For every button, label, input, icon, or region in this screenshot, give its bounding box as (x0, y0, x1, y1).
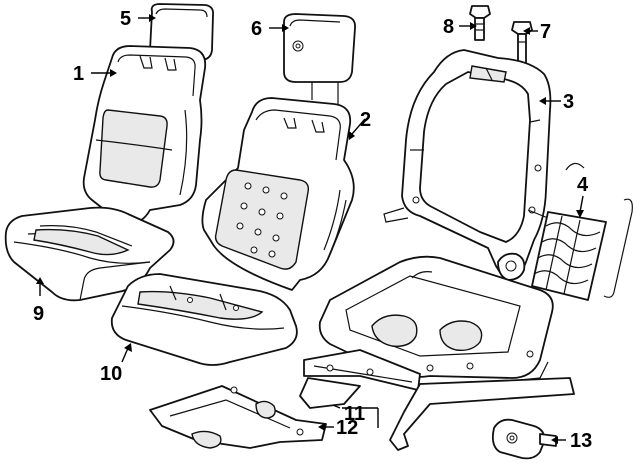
callout-3: 3 (563, 91, 574, 113)
pad-fastener-holes (236, 182, 288, 258)
lumbar-spring-part (527, 162, 633, 301)
guide-stud-part (469, 5, 491, 41)
callout-1: 1 (73, 63, 84, 85)
callout-10: 10 (100, 363, 122, 385)
seat-cushion-cover-part (4, 206, 175, 302)
callout-labels: 1 2 3 4 5 6 7 8 9 10 11 12 13 (33, 8, 592, 452)
seatback-frame-part (383, 49, 552, 283)
headrest-part (283, 13, 356, 104)
seat-cushion-pad-part (110, 273, 298, 366)
callout-12: 12 (336, 417, 358, 439)
motor-part (491, 418, 557, 460)
leader-lines (36, 14, 584, 444)
callout-13: 13 (570, 430, 592, 452)
callout-11: 11 (344, 403, 365, 425)
harness-bracket-part (149, 385, 327, 449)
callout-5: 5 (120, 8, 131, 30)
callout-2: 2 (360, 109, 371, 131)
seatback-pad-part (201, 97, 355, 291)
callout-6: 6 (251, 18, 262, 40)
callout-4: 4 (577, 174, 589, 196)
seatback-cover-part (82, 45, 207, 225)
callout-9: 9 (33, 303, 44, 325)
seat-frame-track-part (299, 255, 575, 451)
callout-8: 8 (443, 16, 454, 38)
callout-7: 7 (540, 21, 551, 43)
